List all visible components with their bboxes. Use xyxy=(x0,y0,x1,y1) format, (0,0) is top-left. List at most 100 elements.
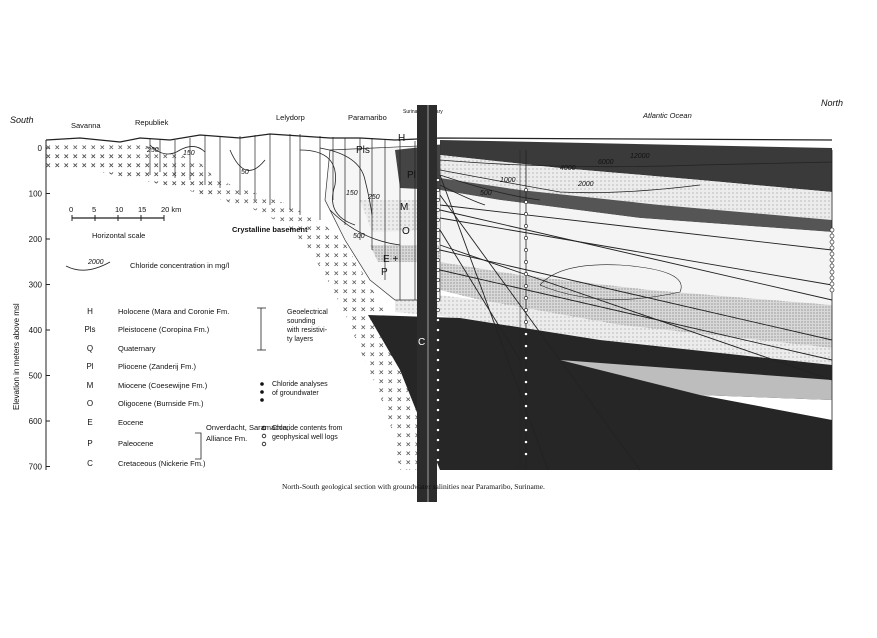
legend-unit-text: Paleocene xyxy=(118,439,153,448)
unit-label-Pl: Pl xyxy=(407,170,416,181)
elevation-axis-label: Elevation in meters above msl xyxy=(12,303,21,410)
contour-label: 50 xyxy=(241,169,249,176)
well-log-marker xyxy=(436,328,440,332)
well-log-marker xyxy=(524,356,528,360)
unit-label-P: P xyxy=(381,267,388,278)
well-log-marker xyxy=(436,418,440,422)
well-log-marker xyxy=(524,236,528,240)
scale-tick-label: 10 xyxy=(115,205,123,214)
place-lelydorp: Lelydorp xyxy=(276,113,305,122)
y-axis-tick-label: 300 xyxy=(29,281,43,290)
unit-label-M: M xyxy=(400,202,408,213)
legend-chloride-text: Chloride concentration in mg/l xyxy=(130,261,230,270)
grey-band-1 xyxy=(440,155,832,220)
legend-unit-text: Pleistocene (Coropina Fm.) xyxy=(118,325,210,334)
well-log-marker xyxy=(829,287,835,293)
well-log-marker xyxy=(829,227,835,233)
legend-symbol-text: Chloride contents from xyxy=(272,425,343,432)
place-atlantic-ocean: Atlantic Ocean xyxy=(642,111,692,120)
well-log-marker xyxy=(829,269,835,275)
grey-band-2 xyxy=(440,262,832,348)
legend-symbol-text: sounding xyxy=(287,318,316,325)
unit-label-O: O xyxy=(402,226,410,237)
contour-label: 150 xyxy=(183,150,195,157)
place-savanna: Savanna xyxy=(71,121,101,130)
well-log-marker xyxy=(436,358,440,362)
legend-unit-code: Q xyxy=(87,344,93,353)
well-log-marker xyxy=(524,212,528,216)
well-log-marker xyxy=(436,308,440,312)
well-log-marker xyxy=(524,224,528,228)
dark-band-1 xyxy=(440,178,832,232)
well-log-marker xyxy=(436,298,440,302)
legend-unit-text: Miocene (Coesewijne Fm.) xyxy=(118,381,208,390)
unit-label-C: C xyxy=(418,337,425,348)
y-axis-tick-label: 0 xyxy=(38,144,43,153)
well-log-marker xyxy=(436,378,440,382)
scale-tick-label: 15 xyxy=(138,205,146,214)
well-log-marker xyxy=(524,416,528,420)
y-axis-tick-label: 200 xyxy=(29,235,43,244)
contour-label: 500 xyxy=(353,233,365,240)
well-log-markers xyxy=(436,178,835,462)
estuary-borehole-core xyxy=(427,105,429,502)
well-log-marker xyxy=(829,245,835,251)
crystalline-basement-label: Crystalline basement xyxy=(232,225,308,234)
place-republiek: Republiek xyxy=(135,118,169,127)
contour-label: 150 xyxy=(346,190,358,197)
legend-unit-text: Oligocene (Burnside Fm.) xyxy=(118,399,204,408)
horizontal-scale-label: Horizontal scale xyxy=(92,231,145,240)
well-log-marker xyxy=(829,263,835,269)
well-log-marker xyxy=(436,278,440,282)
dark-layer-upper xyxy=(440,140,832,192)
well-log-marker xyxy=(524,200,528,204)
well-log-marker xyxy=(524,440,528,444)
well-log-marker xyxy=(524,380,528,384)
section-unit-labels: H Pls Pl M O E + P C xyxy=(356,133,425,348)
chloride-contours xyxy=(149,144,833,300)
cretaceous-dark-mass xyxy=(368,315,832,470)
figure-caption: North-South geological section with grou… xyxy=(282,482,545,491)
legend-unit-text: Quaternary xyxy=(118,344,156,353)
well-log-marker xyxy=(524,284,528,288)
well-log-marker xyxy=(436,408,440,412)
light-band xyxy=(440,190,832,305)
legend-symbol-text: Chloride analyses xyxy=(272,381,328,388)
legend-unit-text: Pliocene (Zanderij Fm.) xyxy=(118,362,196,371)
well-log-marker xyxy=(436,338,440,342)
legend-symbol-text: with resistivi- xyxy=(286,327,328,334)
contour-label: 4000 xyxy=(560,165,576,172)
legend-unit-code: Pl xyxy=(86,362,93,371)
legend-chloride-line: 2000 Chloride concentration in mg/l xyxy=(65,259,230,271)
crystalline-basement-area xyxy=(46,148,438,470)
fault-lines xyxy=(439,150,833,471)
well-log-marker xyxy=(436,428,440,432)
well-log-marker xyxy=(436,458,440,462)
well-log-marker xyxy=(436,248,440,252)
onshore-boreholes xyxy=(149,134,416,300)
scale-tick-label: 20 km xyxy=(161,205,181,214)
legend-unit-text: Holocene (Mara and Coronie Fm. xyxy=(118,307,229,316)
well-log-marker xyxy=(829,275,835,281)
well-log-marker xyxy=(524,404,528,408)
south-label: South xyxy=(10,115,34,125)
legend-symbol-text: geophysical well logs xyxy=(272,434,338,441)
well-log-marker xyxy=(524,452,528,456)
well-log-marker xyxy=(436,318,440,322)
unit-label-H: H xyxy=(398,133,405,144)
surface-profile xyxy=(45,133,833,143)
legend-unit-code: P xyxy=(87,439,92,448)
well-log-marker xyxy=(524,428,528,432)
well-log-marker xyxy=(829,251,835,257)
well-log-marker xyxy=(436,198,440,202)
well-log-marker xyxy=(524,308,528,312)
legend-unit-code: M xyxy=(87,381,94,390)
contour-label: 12000 xyxy=(630,153,650,160)
unit-label-Pls: Pls xyxy=(356,145,370,156)
contour-label: 500 xyxy=(480,190,492,197)
well-log-marker xyxy=(524,260,528,264)
unit-label-E: E + xyxy=(383,254,398,265)
